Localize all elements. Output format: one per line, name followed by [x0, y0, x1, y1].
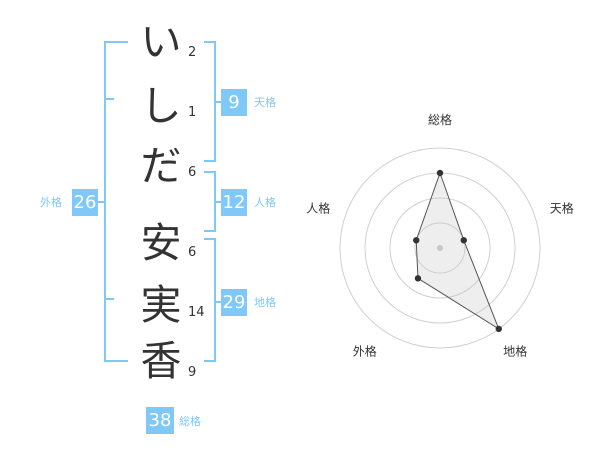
gaikaku-bracket-tick — [104, 298, 114, 300]
tenkaku-badge: 9 — [221, 89, 247, 116]
gaikaku-bracket-tick — [104, 98, 114, 100]
surname-stroke-2: 1 — [188, 105, 197, 120]
radar-axis-label: 天格 — [550, 200, 574, 215]
jinkaku-badge: 12 — [221, 189, 247, 216]
chikaku-connector — [214, 301, 222, 303]
radar-axis-label: 総格 — [428, 112, 452, 127]
surname-char-2: し — [140, 82, 182, 130]
jinkaku-label: 人格 — [254, 196, 276, 209]
radar-center — [437, 245, 443, 251]
surname-char-1: い — [140, 18, 182, 66]
given-stroke-1: 6 — [188, 245, 197, 260]
chikaku-badge: 29 — [221, 289, 247, 316]
radar-axis-label: 地格 — [503, 344, 527, 359]
surname-stroke-1: 2 — [188, 45, 197, 60]
tenkaku-label: 天格 — [254, 96, 276, 109]
given-char-1: 安 — [140, 219, 182, 267]
soukaku-label: 総格 — [179, 415, 201, 428]
chikaku-bracket — [204, 238, 216, 362]
radar-grid-ring — [389, 197, 491, 299]
radar-point-1 — [436, 169, 444, 177]
radar-point-5 — [413, 237, 420, 244]
given-char-2: 実 — [140, 281, 182, 329]
chikaku-label: 地格 — [254, 296, 276, 309]
surname-char-3: だ — [140, 142, 182, 190]
radar-grid-ring — [339, 147, 541, 349]
jinkaku-connector — [214, 201, 222, 203]
gaikaku-connector — [98, 201, 106, 203]
gaikaku-badge: 26 — [72, 189, 98, 216]
gaikaku-label: 外格 — [40, 196, 62, 209]
given-stroke-3: 9 — [188, 365, 197, 380]
radar-axis-label: 外格 — [353, 344, 377, 359]
radar-data-area — [415, 171, 500, 331]
radar-axis-label: 人格 — [306, 200, 330, 215]
tenkaku-connector — [214, 101, 222, 103]
surname-stroke-3: 6 — [188, 165, 197, 180]
radar-point-2 — [460, 237, 467, 244]
radar-grid-ring — [414, 222, 466, 274]
given-char-3: 香 — [140, 337, 182, 385]
radar-point-4 — [414, 275, 422, 282]
radar-point-3 — [495, 325, 502, 333]
soukaku-badge: 38 — [146, 407, 174, 434]
given-stroke-2: 14 — [188, 305, 205, 320]
